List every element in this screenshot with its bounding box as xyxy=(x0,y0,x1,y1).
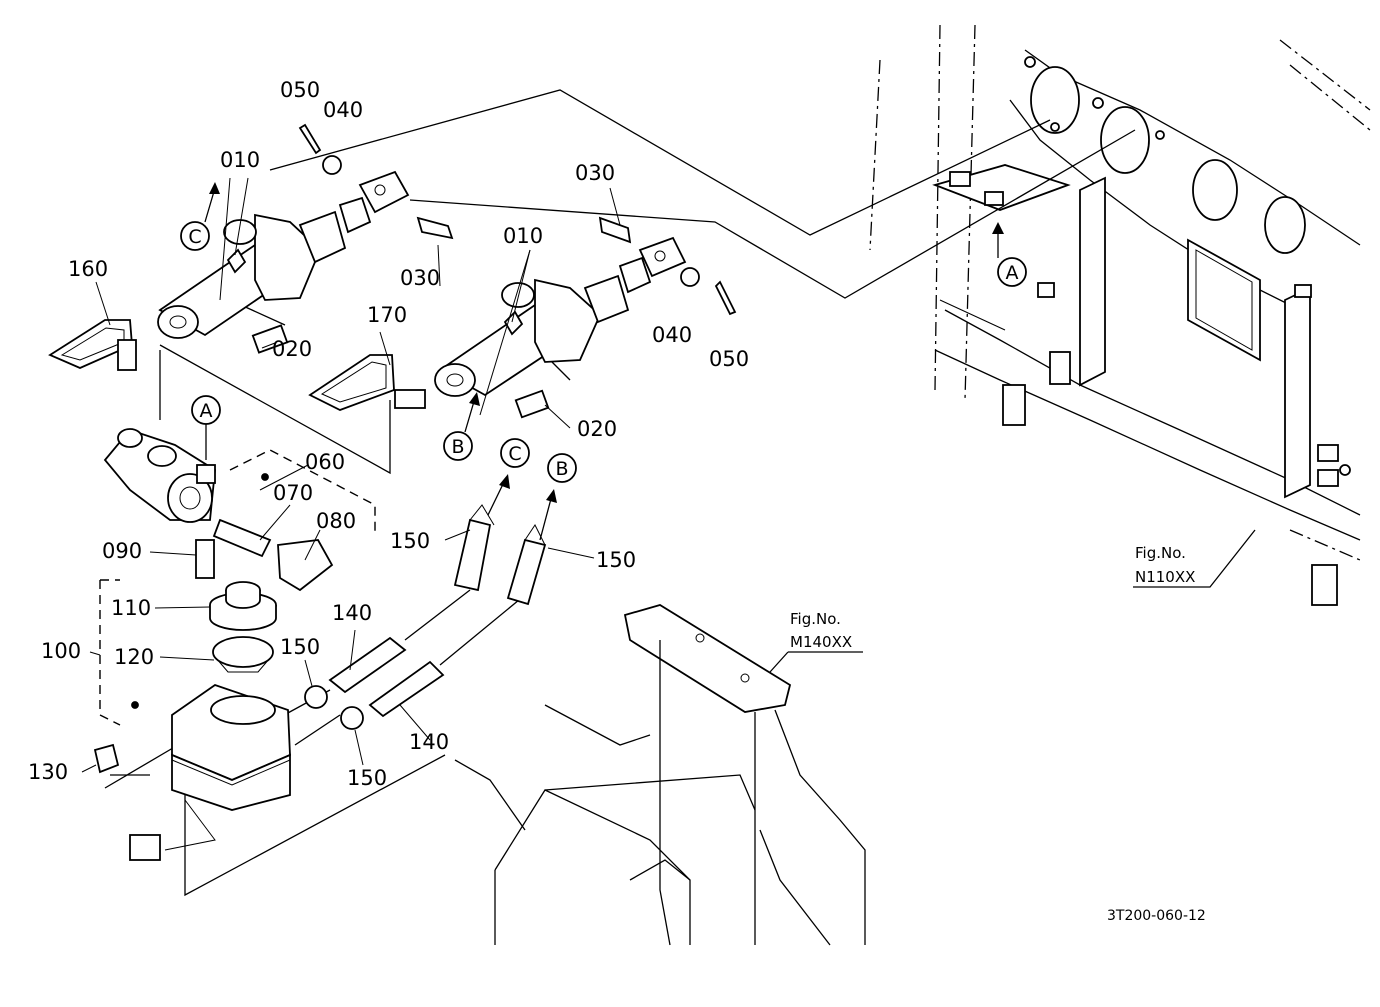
fig-n-caption: Fig.No. xyxy=(1135,544,1186,562)
label-150-a: 150 xyxy=(390,529,430,553)
label-150-b: 150 xyxy=(596,548,636,572)
master-cylinder-upper xyxy=(157,123,454,354)
label-040-upper: 040 xyxy=(323,98,363,122)
label-160: 160 xyxy=(68,257,108,281)
marker-a-frame xyxy=(997,257,1027,287)
label-050-upper: 050 xyxy=(280,78,320,102)
tractor-frame xyxy=(869,24,1371,606)
label-050-lower: 050 xyxy=(709,347,749,371)
fig-m-number: M140XX xyxy=(790,633,852,651)
label-120: 120 xyxy=(114,645,154,669)
figure-references: Fig.No. N110XX Fig.No. M140XX xyxy=(769,529,1256,673)
valve-assembly xyxy=(103,428,334,592)
reservoir-assembly xyxy=(93,581,291,861)
marker-c-upper xyxy=(180,221,210,251)
label-080: 080 xyxy=(316,509,356,533)
label-100: 100 xyxy=(41,639,81,663)
part-labels: 050 040 010 030 010 160 030 170 040 020 … xyxy=(28,78,749,790)
label-170: 170 xyxy=(367,303,407,327)
pipes xyxy=(48,319,426,411)
marker-a-frame-text: A xyxy=(1006,262,1019,284)
step-bracket xyxy=(454,604,866,946)
marker-c-hose xyxy=(500,438,530,468)
label-030-left: 030 xyxy=(400,266,440,290)
label-010-lower: 010 xyxy=(503,224,543,248)
label-020-upper: 020 xyxy=(272,337,312,361)
label-020-lower: 020 xyxy=(577,417,617,441)
fig-m-caption: Fig.No. xyxy=(790,610,841,628)
label-030-right: 030 xyxy=(575,161,615,185)
label-090: 090 xyxy=(102,539,142,563)
label-010-upper: 010 xyxy=(220,148,260,172)
label-150-c: 150 xyxy=(280,635,320,659)
connection-lines xyxy=(99,89,1136,897)
marker-c-upper-text: C xyxy=(188,226,201,248)
label-040-lower: 040 xyxy=(652,323,692,347)
drawing-code: 3T200-060-12 xyxy=(1107,908,1206,924)
master-cylinder-lower xyxy=(434,216,737,419)
label-060: 060 xyxy=(305,450,345,474)
marker-b-lower-text: B xyxy=(451,436,464,458)
fig-n-number: N110XX xyxy=(1135,568,1195,586)
label-110: 110 xyxy=(111,596,151,620)
label-150-d: 150 xyxy=(347,766,387,790)
marker-a-valve-text: A xyxy=(200,400,213,422)
marker-b-hose-text: B xyxy=(555,458,568,480)
marker-b-lower xyxy=(443,431,473,461)
label-leaders xyxy=(81,177,621,773)
marker-c-hose-text: C xyxy=(508,443,521,465)
label-130: 130 xyxy=(28,760,68,784)
marker-b-hose xyxy=(547,453,577,483)
label-140-upper: 140 xyxy=(332,601,372,625)
reference-markers: C A A B C B xyxy=(180,182,1027,541)
label-070: 070 xyxy=(273,481,313,505)
label-140-lower: 140 xyxy=(409,730,449,754)
hoses xyxy=(304,504,547,730)
